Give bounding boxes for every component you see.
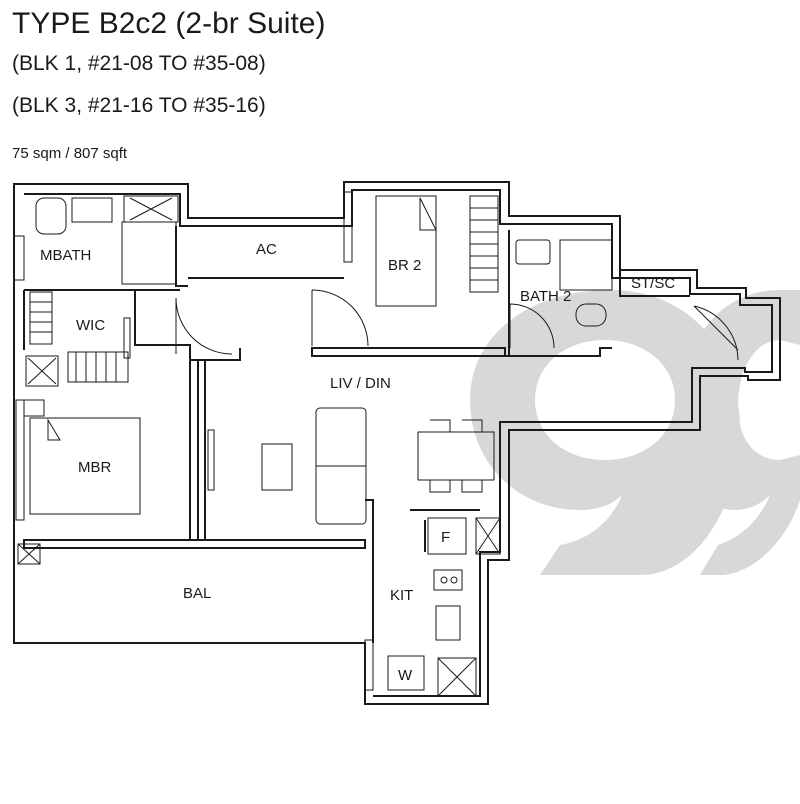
outer-wall — [13, 181, 781, 705]
hob — [433, 569, 463, 591]
room-labels: MBATH AC BR 2 BATH 2 ST/SC WIC LIV / DIN… — [40, 241, 675, 684]
internal-walls — [23, 226, 690, 643]
window-br2 — [343, 191, 353, 263]
door-main — [693, 305, 739, 361]
mbath-shower-cross — [129, 197, 173, 221]
br2-bottom-wall — [311, 347, 506, 357]
wic-cabinet — [123, 317, 131, 359]
bath2-shower — [559, 239, 613, 291]
mbr-bed-pillow — [47, 418, 61, 441]
block-range-1: (BLK 1, #21-08 TO #35-08) — [12, 52, 266, 75]
mbath-vanity — [71, 197, 113, 223]
window-kitchen — [364, 639, 374, 691]
door-wic — [175, 297, 233, 355]
fridge — [427, 517, 467, 555]
block-range-2: (BLK 3, #21-16 TO #35-16) — [12, 94, 266, 117]
unit-area: 75 sqm / 807 sqft — [12, 145, 128, 162]
bath2-wall — [505, 347, 612, 357]
wic-wall — [23, 290, 241, 361]
label-kit: KIT — [390, 587, 413, 604]
doors — [175, 289, 739, 361]
watermark-digit-2 — [680, 290, 800, 575]
label-br2: BR 2 — [388, 257, 421, 274]
watermark — [470, 290, 800, 575]
kitchen-shaft-2-cross — [437, 657, 477, 697]
bath2-vanity — [515, 239, 551, 265]
wic-wardrobe — [29, 291, 53, 345]
door-br2 — [311, 289, 369, 347]
kitchen-wall — [365, 499, 480, 643]
wic-wardrobe-lines — [30, 301, 52, 333]
hob-burner-1 — [440, 576, 448, 584]
wic-rail — [67, 351, 129, 383]
hob-burner-2 — [450, 576, 458, 584]
window-living — [207, 429, 215, 491]
wic-shower-cross — [27, 357, 57, 385]
label-fridge: F — [441, 529, 450, 546]
washer — [387, 655, 425, 691]
label-bal: BAL — [183, 585, 211, 602]
stsc-wall — [619, 270, 690, 297]
coffee-table — [261, 443, 293, 491]
watermark-digit-1 — [470, 290, 740, 575]
kitchen-shaft-cross — [475, 517, 501, 555]
label-stsc: ST/SC — [631, 275, 675, 292]
window-mbath — [13, 235, 25, 281]
label-mbath: MBATH — [40, 247, 91, 264]
fixtures — [17, 195, 613, 697]
mbr-corner-box-cross — [17, 543, 41, 565]
sink — [435, 605, 461, 641]
label-ac: AC — [256, 241, 277, 258]
mbr-wall — [189, 359, 199, 541]
windows — [13, 191, 374, 691]
label-wic: WIC — [76, 317, 105, 334]
mbath-bathtub — [35, 197, 67, 235]
wic-shower — [25, 355, 59, 387]
kitchen-shaft-2 — [437, 657, 477, 697]
label-bath2: BATH 2 — [520, 288, 571, 305]
label-washer: W — [398, 667, 413, 684]
wic-rail-lines — [75, 352, 117, 382]
mbr-nightstand — [23, 399, 45, 417]
label-livdin: LIV / DIN — [330, 375, 391, 392]
dining-chairs — [429, 419, 483, 493]
balcony-wall — [23, 539, 366, 549]
kitchen-shaft — [475, 517, 501, 555]
plan-title: TYPE B2c2 (2-br Suite) — [12, 7, 326, 40]
bath2-toilet — [575, 303, 607, 327]
mbath-cabinet — [121, 221, 177, 285]
dining-table — [417, 431, 495, 481]
label-mbr: MBR — [78, 459, 112, 476]
br2-wardrobe-lines — [470, 207, 498, 281]
window-mbr — [15, 399, 25, 521]
mbr-corner-box — [17, 543, 41, 565]
door-bath2 — [509, 303, 555, 349]
mbr-bed — [29, 417, 141, 515]
br2-bed — [375, 195, 437, 307]
br2-bed-pillow — [419, 197, 437, 231]
